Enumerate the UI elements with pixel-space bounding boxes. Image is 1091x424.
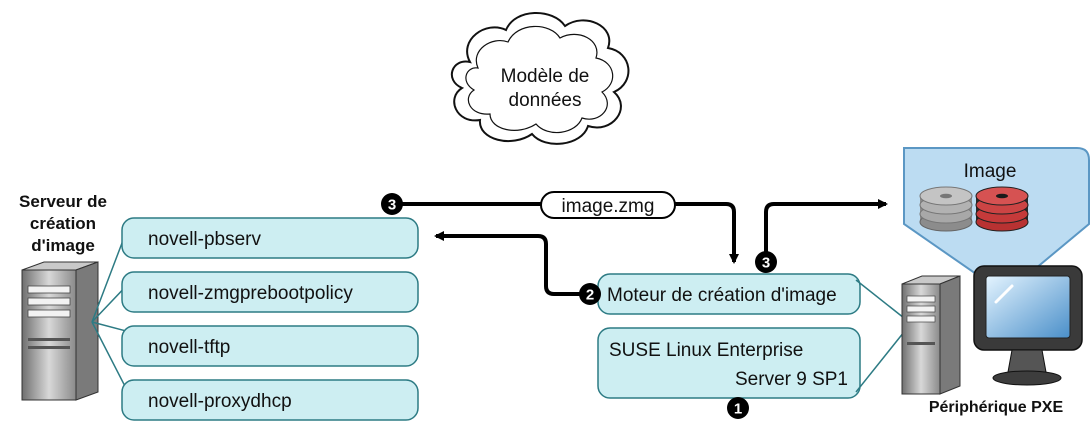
step-badge-2: 2	[579, 283, 601, 305]
service-label: novell-proxydhcp	[148, 391, 292, 412]
imaging-engine-box: Moteur de création d'image	[597, 273, 861, 315]
service-novell-proxydhcp: novell-proxydhcp	[121, 379, 419, 421]
server-label-line3: d'image	[31, 236, 95, 255]
pxe-device-label: Périphérique PXE	[929, 399, 1064, 416]
image-file-label: image.zmg	[562, 196, 655, 217]
step-badge-3-right: 3	[755, 251, 777, 273]
pxe-tower-icon	[901, 275, 961, 395]
engine-device-links	[855, 279, 905, 393]
service-novell-pbserv: novell-pbserv	[121, 217, 419, 259]
step-number: 3	[762, 255, 770, 272]
step-number: 3	[388, 197, 396, 214]
service-label: novell-zmgprebootpolicy	[148, 283, 353, 304]
server-tower-icon	[21, 261, 99, 401]
data-model-cloud: Modèle de données	[450, 12, 630, 145]
pxe-monitor-icon	[973, 265, 1083, 386]
service-novell-zmgprebootpolicy: novell-zmgprebootpolicy	[121, 271, 419, 313]
disk-grey-icon	[919, 186, 973, 232]
step-number: 1	[734, 401, 742, 418]
engine-to-image-flow	[764, 199, 888, 262]
step-number: 2	[586, 287, 594, 304]
step-badge-3-left: 3	[381, 193, 403, 215]
image-file-pill	[540, 191, 676, 219]
os-box: SUSE Linux Enterprise Server 9 SP1	[597, 327, 861, 399]
image-file-flow: image.zmg	[402, 191, 739, 264]
step-badge-1: 1	[727, 397, 749, 419]
server-label-line2: création	[30, 214, 96, 233]
service-label: novell-pbserv	[148, 229, 261, 250]
cloud-label-line2: données	[509, 90, 582, 111]
service-label: novell-tftp	[148, 337, 230, 358]
image-panel-title: Image	[964, 161, 1017, 182]
service-novell-tftp: novell-tftp	[121, 325, 419, 367]
server-label: Serveur de création d'image	[19, 192, 107, 255]
engine-to-pbserv-flow	[434, 231, 582, 296]
engine-label: Moteur de création d'image	[607, 285, 837, 306]
disk-red-icon	[975, 186, 1029, 232]
os-label-line1: SUSE Linux Enterprise	[609, 340, 803, 361]
cloud-label-line1: Modèle de	[501, 66, 590, 87]
server-label-line1: Serveur de	[19, 192, 107, 211]
os-label-line2: Server 9 SP1	[735, 369, 848, 390]
